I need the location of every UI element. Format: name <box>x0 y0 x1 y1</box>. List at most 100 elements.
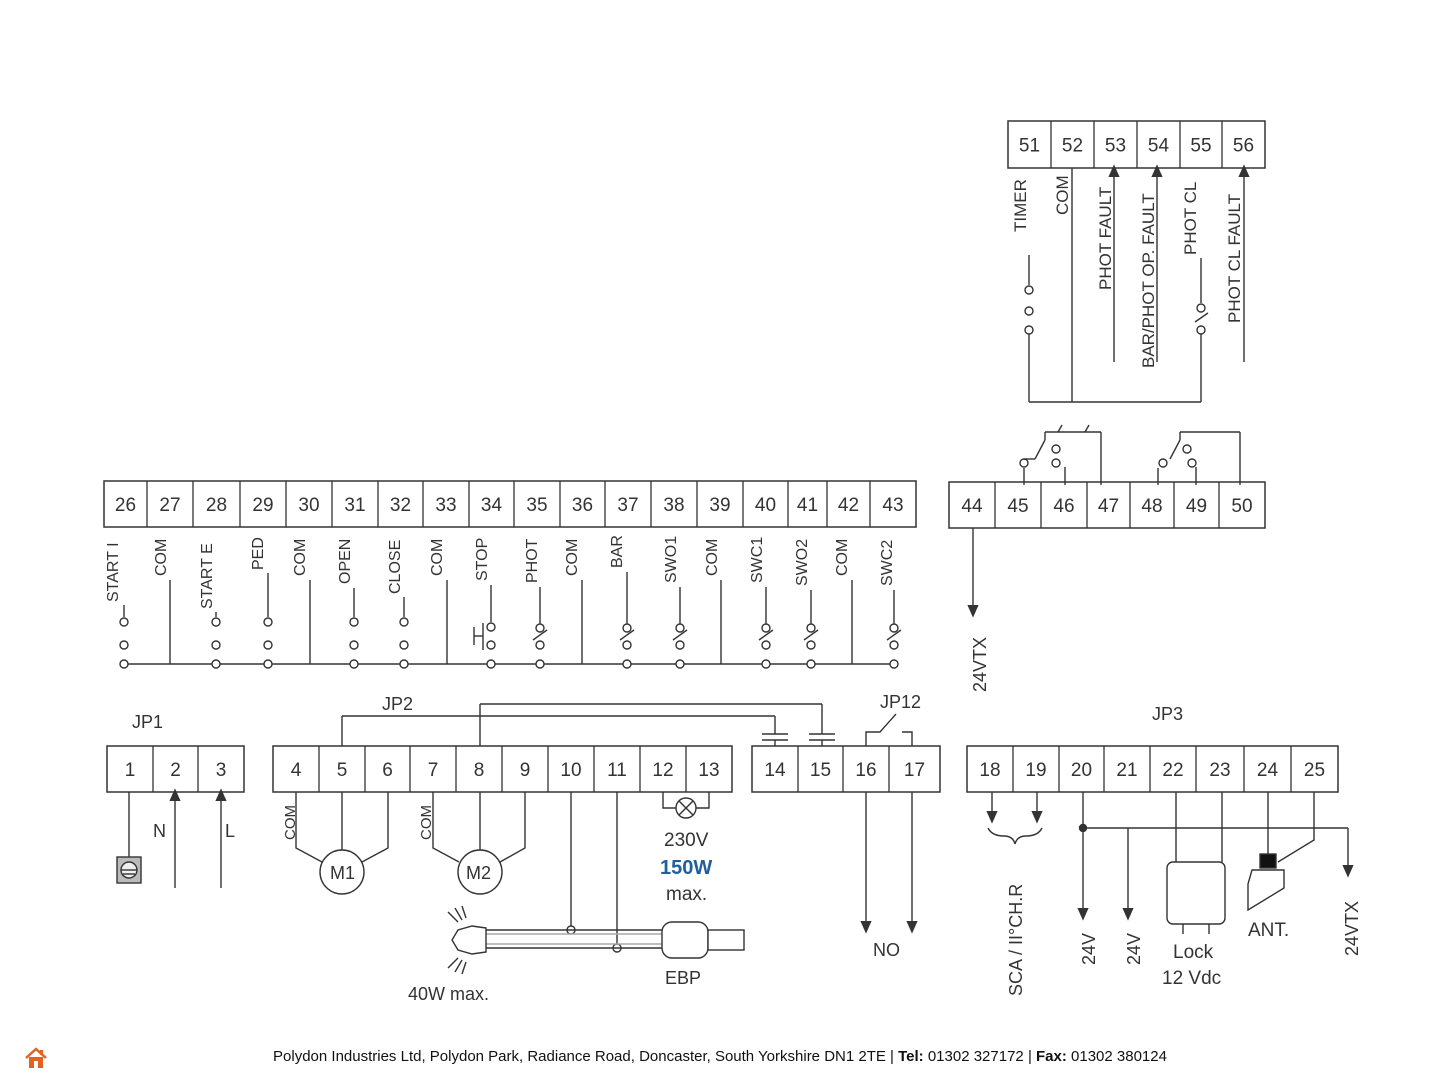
terminal-1: 1 <box>125 760 136 781</box>
jp2-wiring <box>295 703 835 975</box>
terminal-block-mid-right <box>948 481 1266 529</box>
label-24vtx-left: 24VTX <box>970 637 990 692</box>
label-jp2: JP2 <box>382 694 413 714</box>
label-l: L <box>225 821 235 841</box>
jp1-wiring <box>116 788 227 888</box>
terminal-3: 3 <box>216 760 227 781</box>
terminal-28: 28 <box>206 495 227 516</box>
terminal-7: 7 <box>428 760 439 781</box>
footer-tel: 01302 327172 | <box>923 1048 1037 1065</box>
label-ped: PED <box>250 537 267 570</box>
label-phot: PHOT <box>524 538 541 583</box>
mid-block-wiring <box>119 572 902 669</box>
terminal-12: 12 <box>652 760 673 781</box>
terminal-11: 11 <box>607 760 627 781</box>
terminal-26: 26 <box>115 495 136 516</box>
label-close: CLOSE <box>387 540 404 594</box>
top-block-wiring <box>1024 164 1250 403</box>
top-block-labels: TIMER COM PHOT FAULT BAR/PHOT OP. FAULT … <box>1011 175 1244 368</box>
terminal-35: 35 <box>526 495 547 516</box>
label-com-33: COM <box>429 539 446 576</box>
terminal-32: 32 <box>390 495 411 516</box>
label-jp1: JP1 <box>132 712 163 732</box>
terminal-21: 21 <box>1116 760 1137 781</box>
label-24v-b: 24V <box>1124 933 1144 965</box>
footer-fax: 01302 380124 <box>1066 1048 1167 1065</box>
terminal-34: 34 <box>481 495 503 516</box>
terminal-23: 23 <box>1209 760 1230 781</box>
terminal-10: 10 <box>560 760 581 781</box>
terminal-20: 20 <box>1071 760 1092 781</box>
label-bar: BAR <box>609 535 626 568</box>
label-timer: TIMER <box>1011 179 1030 232</box>
label-phot-cl-fault: PHOT CL FAULT <box>1225 194 1244 323</box>
terminal-45: 45 <box>1007 496 1028 517</box>
label-sca: SCA / II°CH.R <box>1006 884 1026 996</box>
footer-tel-label: Tel: <box>898 1048 924 1065</box>
terminal-46: 46 <box>1053 496 1074 517</box>
label-stop: STOP <box>474 538 491 581</box>
label-com-30: COM <box>292 539 309 576</box>
label-com-motor2: COM <box>418 805 435 840</box>
label-lamp-max: max. <box>666 884 707 905</box>
label-24vtx-right: 24VTX <box>1342 901 1362 956</box>
terminal-block-jp12 <box>751 745 941 793</box>
terminal-54: 54 <box>1148 136 1170 157</box>
terminal-22: 22 <box>1162 760 1183 781</box>
terminal-2: 2 <box>170 760 181 781</box>
label-jp12: JP12 <box>880 692 921 712</box>
terminal-30: 30 <box>298 495 319 516</box>
label-m1: M1 <box>330 863 355 883</box>
terminal-55: 55 <box>1190 136 1211 157</box>
terminal-53: 53 <box>1105 136 1126 157</box>
label-phot-cl: PHOT CL <box>1181 182 1200 255</box>
label-start-i: START I <box>105 542 122 602</box>
label-24v-a: 24V <box>1079 933 1099 965</box>
label-open: OPEN <box>337 539 354 584</box>
terminal-47: 47 <box>1098 496 1119 517</box>
label-com-42: COM <box>834 539 851 576</box>
terminal-33: 33 <box>435 495 456 516</box>
mid-right-wiring <box>967 424 1241 618</box>
terminal-15: 15 <box>810 760 831 781</box>
label-n: N <box>153 821 166 841</box>
terminal-block-mid-left <box>103 480 917 528</box>
terminal-16: 16 <box>855 760 876 781</box>
terminal-44: 44 <box>961 496 983 517</box>
label-com-27: COM <box>153 539 170 576</box>
label-lock: Lock <box>1173 942 1214 963</box>
jp12-wiring <box>860 713 918 934</box>
terminal-6: 6 <box>382 760 393 781</box>
label-jp3: JP3 <box>1152 704 1183 724</box>
terminal-4: 4 <box>291 760 302 781</box>
terminal-25: 25 <box>1304 760 1325 781</box>
terminal-49: 49 <box>1186 496 1207 517</box>
home-icon[interactable] <box>24 1046 48 1070</box>
terminal-50: 50 <box>1231 496 1252 517</box>
label-ant: ANT. <box>1248 920 1289 941</box>
label-no: NO <box>873 940 900 960</box>
terminal-14: 14 <box>764 760 786 781</box>
label-phot-fault: PHOT FAULT <box>1096 187 1115 290</box>
terminal-block-jp1 <box>106 745 245 793</box>
terminal-42: 42 <box>838 495 859 516</box>
terminal-9: 9 <box>520 760 531 781</box>
terminal-block-jp3 <box>966 745 1339 793</box>
jp3-wiring <box>986 792 1354 934</box>
label-com-52: COM <box>1053 175 1072 215</box>
terminal-36: 36 <box>572 495 593 516</box>
terminal-18: 18 <box>979 760 1000 781</box>
label-lamp-voltage: 230V <box>664 830 709 851</box>
terminal-43: 43 <box>882 495 903 516</box>
terminal-5: 5 <box>337 760 348 781</box>
footer: Polydon Industries Ltd, Polydon Park, Ra… <box>0 1048 1440 1065</box>
label-com-36: COM <box>564 539 581 576</box>
terminal-17: 17 <box>904 760 925 781</box>
terminal-41: 41 <box>797 495 818 516</box>
terminal-37: 37 <box>617 495 638 516</box>
terminal-38: 38 <box>663 495 684 516</box>
terminal-51: 51 <box>1019 136 1040 157</box>
label-start-e: START E <box>199 543 216 609</box>
